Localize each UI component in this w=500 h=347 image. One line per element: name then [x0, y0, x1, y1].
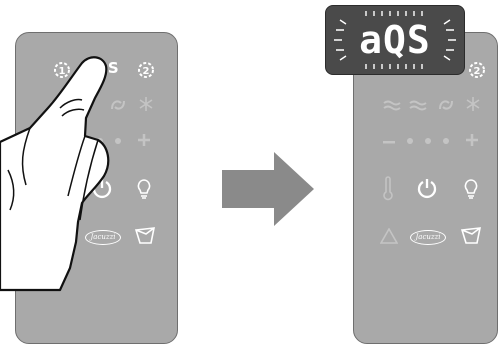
blink-rays-icon — [334, 11, 456, 69]
snowflake-icon — [466, 97, 480, 111]
circulation-icon — [111, 100, 125, 110]
right-arrow-icon — [222, 152, 314, 226]
warning-icon — [380, 228, 398, 244]
container-icon[interactable] — [460, 225, 482, 245]
jet-pump-2-icon[interactable]: 2 — [467, 60, 487, 80]
light-bulb-icon[interactable] — [462, 178, 480, 200]
plus-icon — [466, 134, 478, 146]
thermometer-icon — [383, 176, 393, 201]
light-bulb-icon[interactable] — [135, 178, 153, 200]
jet-pump-2-icon[interactable]: 2 — [136, 60, 156, 80]
control-panel-after: 2 Jacuzzi — [353, 32, 498, 344]
dot-icon — [407, 138, 413, 144]
dot-icon — [425, 138, 431, 144]
pressing-hand-illustration — [0, 56, 110, 292]
aqs-display-popup: aQS — [325, 5, 465, 75]
aqs-display-text: aQS — [359, 18, 431, 62]
power-icon[interactable] — [416, 177, 438, 199]
container-icon[interactable] — [134, 225, 156, 245]
circulation-icon — [439, 100, 453, 110]
waves-icon — [383, 100, 401, 111]
plus-icon — [138, 134, 150, 146]
dot-icon — [443, 138, 449, 144]
svg-text:2: 2 — [143, 66, 150, 77]
waves-icon — [409, 100, 427, 111]
svg-text:2: 2 — [474, 66, 481, 77]
jacuzzi-logo: Jacuzzi — [410, 230, 446, 245]
snowflake-icon — [139, 97, 153, 111]
svg-text:1: 1 — [59, 66, 66, 77]
minus-icon — [383, 141, 395, 144]
jacuzzi-logo: Jacuzzi — [85, 230, 121, 245]
dot-icon — [115, 138, 121, 144]
jet-pump-1-icon[interactable]: 1 — [52, 60, 72, 80]
